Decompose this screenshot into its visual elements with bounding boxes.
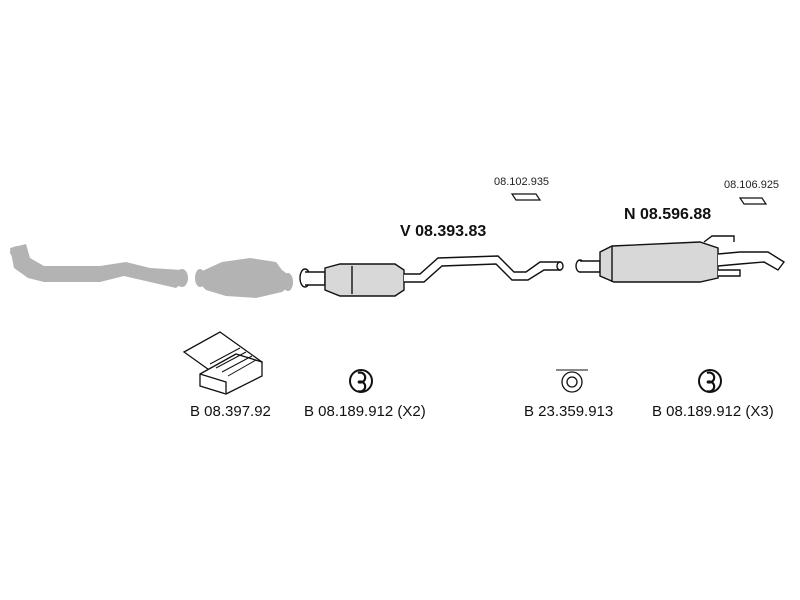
catalytic-converter-ghost <box>195 258 293 298</box>
hanger-left-code: 08.102.935 <box>494 176 550 188</box>
mount-kit-drawing <box>182 331 264 395</box>
rear-muffler-drawing <box>575 235 786 283</box>
front-muffler-code: V 08.393.83 <box>400 223 487 240</box>
front-muffler-drawing <box>299 255 564 297</box>
rubber-ring-1-drawing <box>349 369 373 393</box>
hanger-left-drawing <box>510 193 542 201</box>
hanger-right-drawing <box>738 197 768 205</box>
hanger-right-code: 08.106.925 <box>724 179 780 191</box>
clamp-drawing <box>556 369 588 393</box>
rubber-ring-2-code: B 08.189.912 (X3) <box>652 403 774 420</box>
rubber-ring-2-drawing <box>698 369 722 393</box>
mount-kit-code: B 08.397.92 <box>190 403 271 420</box>
clamp-code: B 23.359.913 <box>524 403 614 420</box>
rear-muffler-code: N 08.596.88 <box>624 206 712 223</box>
front-pipe-ghost <box>10 244 188 288</box>
rubber-ring-1-code: B 08.189.912 (X2) <box>304 403 426 420</box>
